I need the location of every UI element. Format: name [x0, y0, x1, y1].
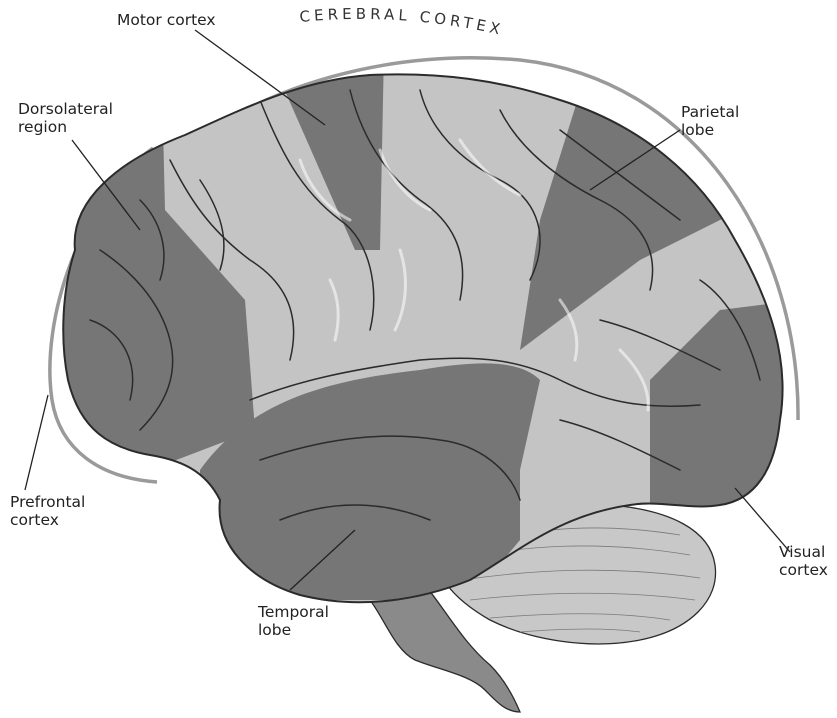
- label-temporal-lobe: Temporal lobe: [258, 603, 329, 639]
- cerebrum: [0, 0, 800, 602]
- label-parietal-lobe: Parietal lobe: [681, 103, 739, 139]
- label-prefrontal-cortex: Prefrontal cortex: [10, 493, 85, 529]
- label-parietal-line2: lobe: [681, 121, 739, 139]
- leader-prefrontal: [25, 395, 48, 490]
- label-visual-cortex: Visual cortex: [779, 543, 828, 579]
- label-prefrontal-line2: cortex: [10, 511, 85, 529]
- label-motor-cortex: Motor cortex: [117, 11, 216, 29]
- label-dorsolateral-line1: Dorsolateral: [18, 100, 113, 118]
- cerebral-cortex-title: CEREBRAL CORTEX: [299, 5, 506, 39]
- label-visual-line2: cortex: [779, 561, 828, 579]
- label-dorsolateral-region: Dorsolateral region: [18, 100, 113, 136]
- label-dorsolateral-line2: region: [18, 118, 113, 136]
- label-visual-line1: Visual: [779, 543, 828, 561]
- label-temporal-line1: Temporal: [258, 603, 329, 621]
- label-prefrontal-line1: Prefrontal: [10, 493, 85, 511]
- label-temporal-line2: lobe: [258, 621, 329, 639]
- label-parietal-line1: Parietal: [681, 103, 739, 121]
